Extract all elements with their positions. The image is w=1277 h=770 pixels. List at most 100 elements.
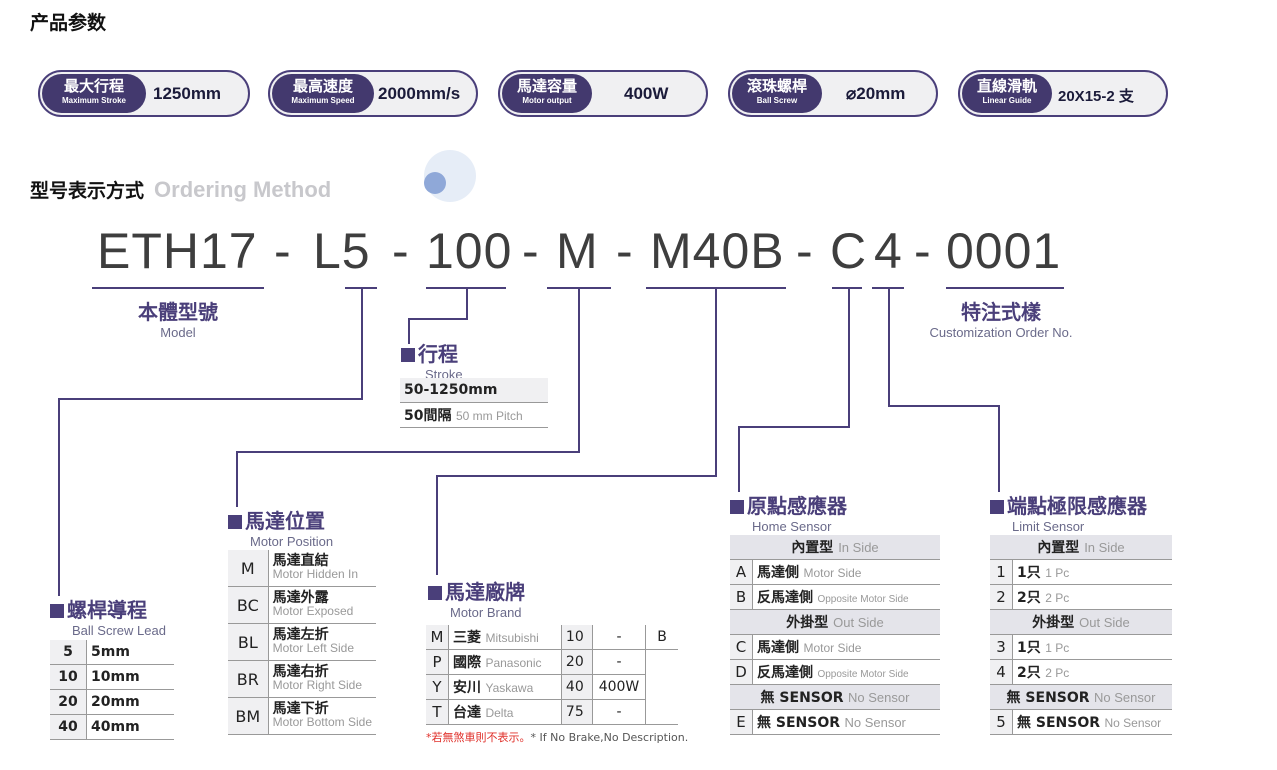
label-motor-pos-zh: 馬達位置 [245,509,325,533]
connector-line [998,405,1000,492]
spec-label-zh: 最大行程 [63,77,124,95]
home-zh: 反馬達側 [757,665,813,681]
connector-line [436,475,717,477]
limit-in-header: 內置型 In Side [990,535,1172,560]
brand-name-cell: 三菱 Mitsubishi [448,625,562,650]
home-cell: 馬達側 Motor Side [752,634,940,660]
limit-cell: 無 SENSOR No Sensor [1012,709,1172,735]
code-limit: 4 [874,223,903,279]
square-bullet-icon [401,348,415,362]
spec-label-en: Motor output [522,96,572,105]
limit-en: 1 Pc [1045,566,1070,580]
code-dash: - [522,223,540,279]
motor-pos-key: M [228,550,269,587]
spec-label-en: Linear Guide [982,96,1032,105]
connector-line [408,318,410,344]
brand-note: *若無煞車則不表示。* If No Brake,No Description. [426,729,688,745]
motor-pos-zh: 馬達外露 [272,590,329,606]
home-out-en: Out Side [833,615,884,630]
brand-brake-empty [645,674,678,700]
home-zh: 馬達側 [757,565,799,581]
limit-en: 1 Pc [1045,641,1070,655]
brand-watt-code: 40 [560,674,593,700]
square-bullet-icon [990,500,1004,514]
table-row: 內置型 In Side [730,535,940,560]
square-bullet-icon [428,586,442,600]
spec-label-zh: 直線滑軌 [976,77,1037,95]
brand-key: T [426,699,449,725]
stroke-table: 50-1250mm 50間隔 50 mm Pitch [400,378,548,428]
limit-zh: 無 SENSOR [1017,715,1101,731]
spec-value: 400W [624,84,669,103]
table-row: T 台達 Delta 75 - [426,699,678,725]
code-stroke: 100 [426,223,513,279]
spec-pill-max-stroke: 最大行程 Maximum Stroke 1250mm [38,70,250,117]
home-cell: 無 SENSOR No Sensor [752,709,940,735]
home-en: Motor Side [803,566,862,580]
underline-model [92,287,264,289]
limit-key: 3 [990,634,1013,660]
limit-in-en: In Side [1084,540,1125,555]
spec-badge: 直線滑軌 Linear Guide [962,74,1052,113]
motor-pos-zh: 馬達右折 [272,664,329,680]
spec-label-zh: 滾珠螺桿 [746,77,807,95]
label-limit: 端點極限感應器 Limit Sensor [990,490,1147,534]
label-home: 原點感應器 Home Sensor [730,490,847,534]
connector-line [888,287,890,407]
code-home: C [830,223,868,279]
limit-zh: 1只 [1017,565,1041,581]
brand-name-cell: 台達 Delta [448,699,562,725]
home-none-zh: 無 SENSOR [760,690,844,706]
table-row: Y 安川 Yaskawa 40 400W [426,674,678,700]
brand-brake-empty [645,699,678,725]
label-stroke-zh: 行程 [418,342,458,366]
code-dash: - [914,223,932,279]
brand-key: P [426,649,449,675]
limit-key: 5 [990,709,1013,735]
label-motor-pos-en: Motor Position [250,534,334,549]
label-home-zh: 原點感應器 [747,494,847,518]
table-row: 外掛型 Out Side [730,609,940,635]
brand-note-en: * If No Brake,No Description. [530,731,689,744]
code-model: ETH17 [97,223,258,279]
motor-pos-en: Motor Left Side [272,641,354,655]
limit-out-zh: 外掛型 [1032,615,1075,631]
brand-name-cell: 國際 Panasonic [448,649,562,675]
home-en: Motor Side [803,641,862,655]
connector-line [58,398,60,596]
spec-label-zh: 最高速度 [292,77,353,95]
motor-pos-en: Motor Bottom Side [272,715,372,729]
motor-pos-zh: 馬達下折 [272,701,329,717]
code-motor-pos: M [556,223,599,279]
label-brand-en: Motor Brand [450,605,522,620]
limit-zh: 2只 [1017,590,1041,606]
home-key: C [730,634,753,660]
label-brand-zh: 馬達廠牌 [445,580,525,604]
label-custom-en: Customization Order No. [929,325,1073,340]
params-title: 产品参数 [30,12,107,34]
code-dash: - [392,223,410,279]
motor-pos-zh: 馬達左折 [272,627,329,643]
lead-value: 10mm [86,664,174,690]
label-limit-zh: 端點極限感應器 [1007,494,1147,518]
limit-out-header: 外掛型 Out Side [990,609,1172,635]
spec-pill-linear-guide: 直線滑軌 Linear Guide 20X15-2 支 [958,70,1168,117]
limit-none-en: No Sensor [1094,690,1156,705]
lead-value: 40mm [86,714,174,740]
label-custom-zh: 特注式樣 [961,300,1041,324]
lead-value: 20mm [86,689,174,715]
home-en: Opposite Motor Side [817,594,909,605]
brand-table: M 三菱 Mitsubishi 10 - B P 國際 Panasonic 20… [426,625,678,725]
lead-value: 5mm [86,640,174,665]
brand-key: Y [426,674,449,700]
motor-pos-en: Motor Hidden In [272,567,359,581]
